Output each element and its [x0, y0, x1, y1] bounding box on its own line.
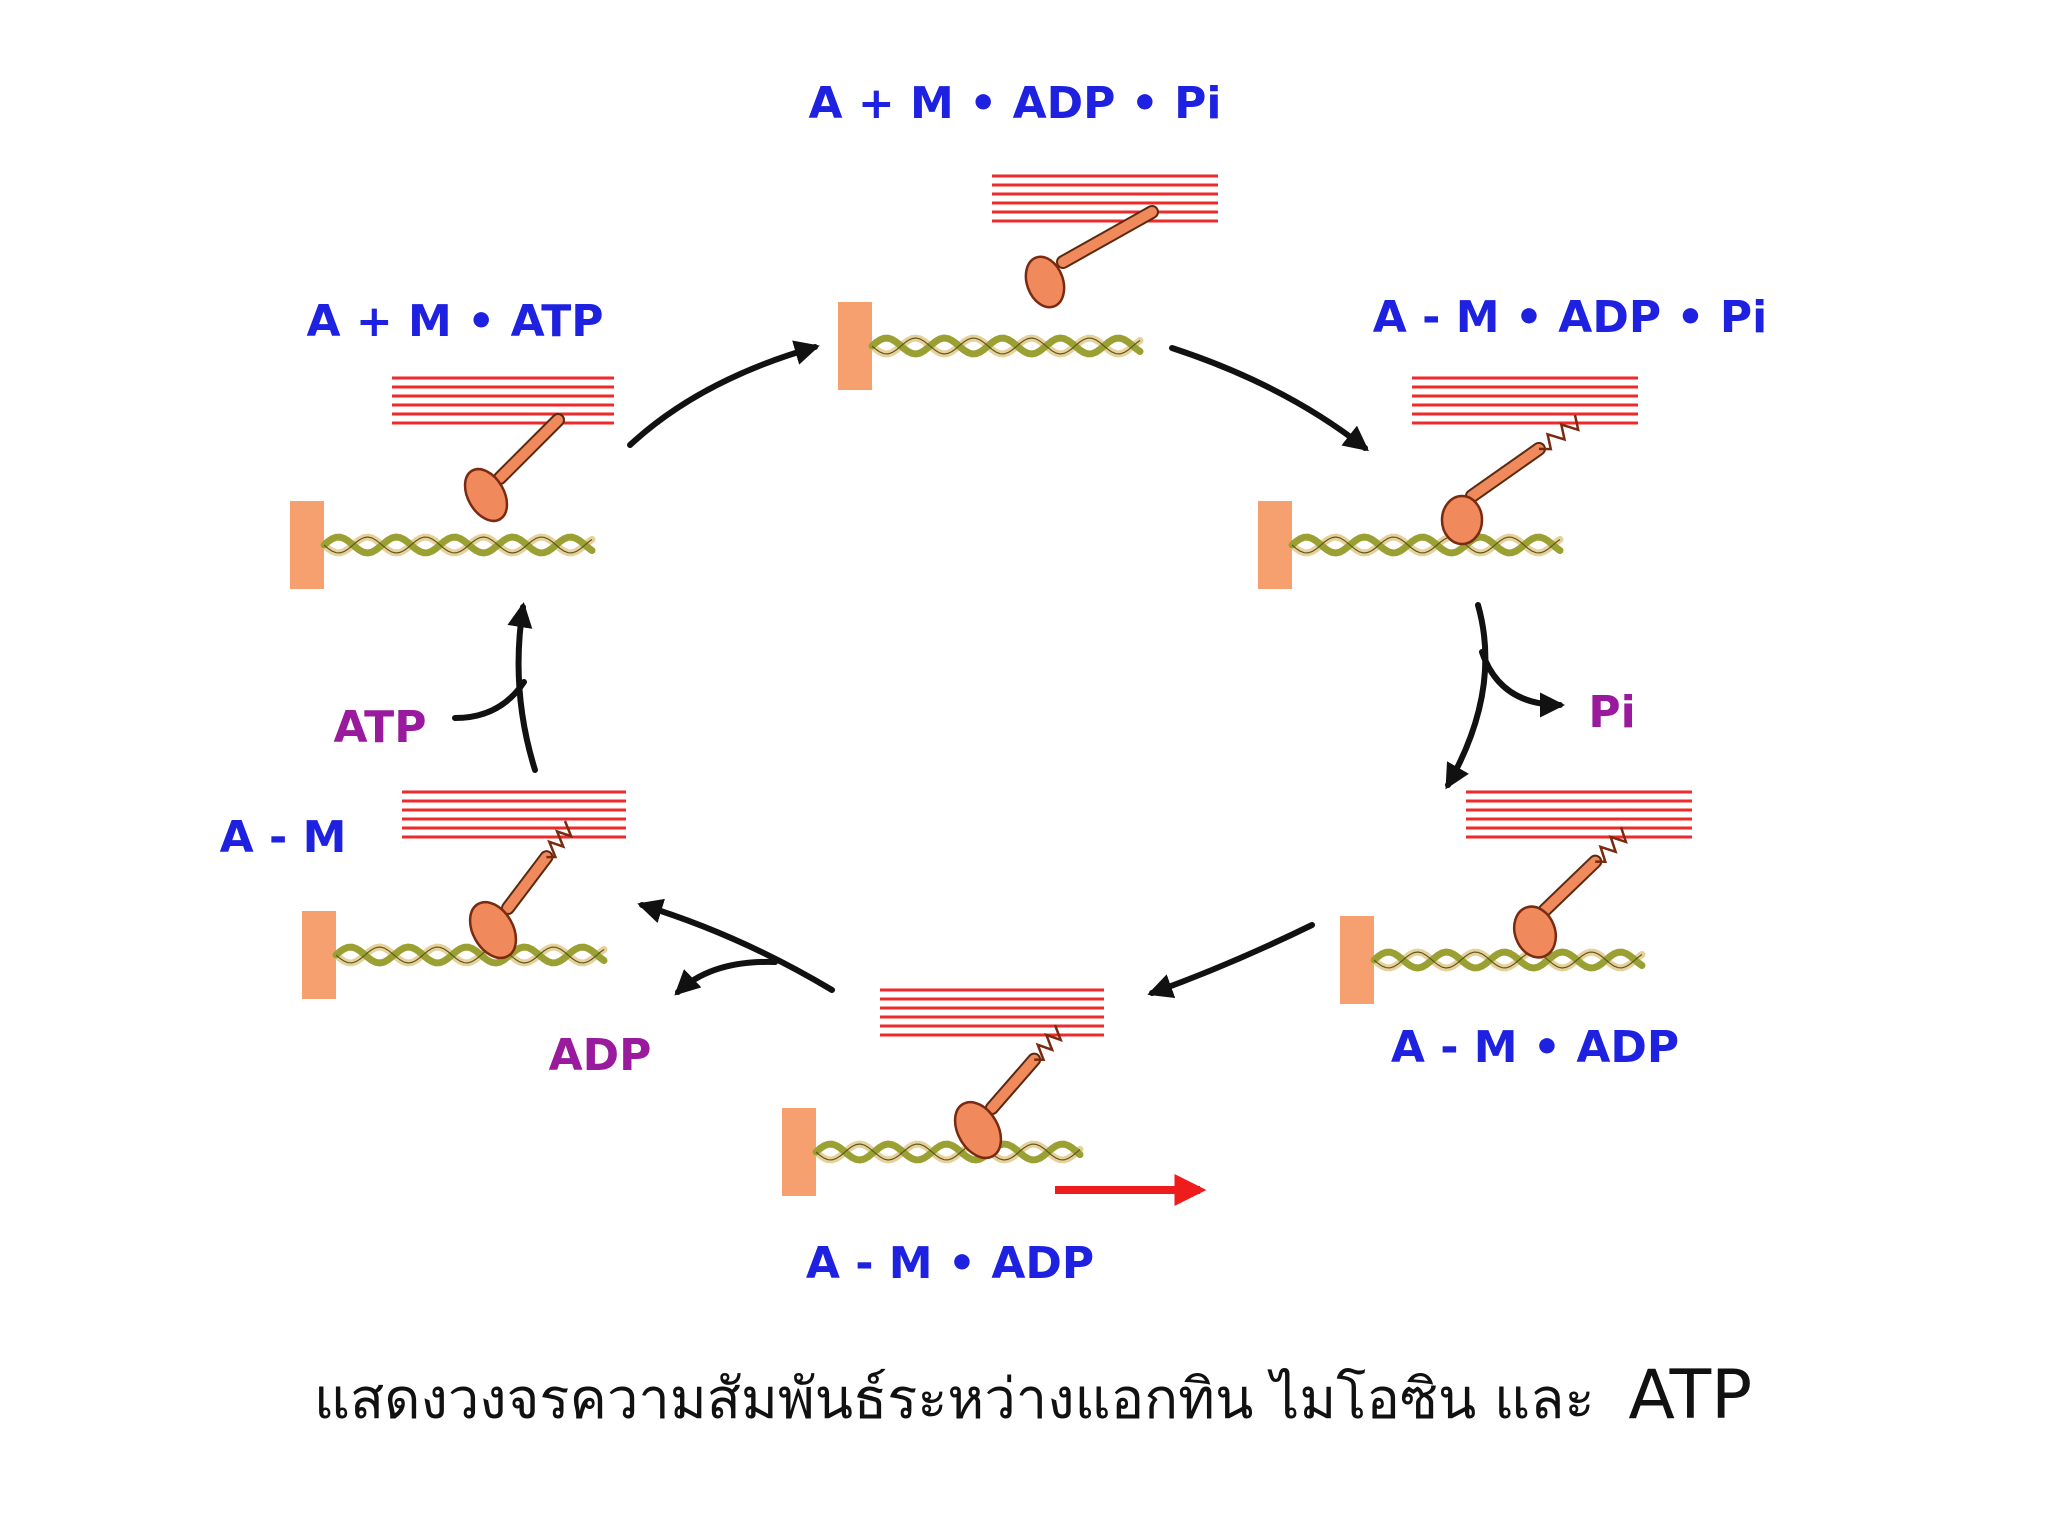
state-unit-bottom — [782, 988, 1104, 1196]
actin-anchor — [1258, 501, 1292, 589]
actin-anchor — [302, 911, 336, 999]
myosin-head — [1512, 905, 1558, 959]
adp-release-label: ADP — [549, 1030, 652, 1081]
myosin-zigzag — [546, 820, 574, 859]
myosin-arm — [503, 852, 552, 913]
actin-strand-outline — [1291, 536, 1561, 554]
myosin-arm — [1540, 856, 1601, 915]
myosin-head — [463, 467, 509, 523]
curved-arrow-icon — [1479, 649, 1566, 718]
thick-filament — [1412, 376, 1638, 425]
myosin-zigzag — [1034, 1024, 1063, 1061]
state-illustrations — [290, 174, 1692, 1196]
atp-binding-label: ATP — [334, 702, 427, 753]
state-unit-lower-left — [302, 790, 626, 999]
actin-anchor — [838, 302, 872, 390]
curved-arrow-icon — [674, 958, 778, 996]
curved-arrow-icon — [1147, 922, 1315, 999]
actin-anchor — [1340, 916, 1374, 1004]
caption-atp-text: ATP — [1628, 1356, 1752, 1435]
actin-strand-outline — [815, 1143, 1081, 1161]
actin-anchor — [290, 501, 324, 589]
state-unit-upper-left — [290, 376, 614, 589]
myosin-arm — [495, 415, 563, 483]
myosin-arm — [1467, 443, 1544, 501]
thick-filament — [1466, 790, 1692, 839]
curved-arrow-icon — [452, 679, 527, 721]
cycle-arrows — [452, 340, 1566, 999]
myosin-head — [1440, 494, 1484, 546]
state-label-top: A + M • ADP • Pi — [808, 78, 1221, 129]
myosin-arm — [1058, 207, 1157, 267]
state-label-lower-left: A - M — [220, 812, 347, 863]
actin-strand — [1288, 533, 1564, 557]
thick-filament — [880, 988, 1104, 1037]
thick-filament — [992, 174, 1218, 223]
curved-arrow-icon — [627, 340, 820, 448]
actin-strand-outline — [323, 536, 593, 554]
myosin-zigzag — [1538, 414, 1580, 451]
caption: แสดงวงจรความสัมพันธ์ระหว่างแอกทิน ไมโอซิ… — [314, 1356, 1752, 1435]
thick-filament — [402, 790, 626, 839]
myosin-zigzag — [1595, 826, 1628, 863]
state-label-lower-right: A - M • ADP — [1391, 1022, 1679, 1073]
myosin-head — [468, 900, 518, 960]
curved-arrow-icon — [1445, 602, 1489, 790]
actin-strand — [868, 334, 1144, 358]
actin-anchor — [782, 1108, 816, 1196]
caption-thai-text: แสดงวงจรความสัมพันธ์ระหว่างแอกทิน ไมโอซิ… — [314, 1367, 1595, 1432]
thick-filament — [392, 376, 614, 425]
actin-strand — [320, 533, 596, 557]
actin-strand — [1370, 948, 1646, 972]
actin-strand — [812, 1140, 1084, 1164]
actin-strand-outline — [335, 946, 605, 964]
state-label-bottom: A - M • ADP — [806, 1238, 1094, 1289]
actin-strand-outline — [1373, 951, 1643, 969]
pi-release-label: Pi — [1588, 687, 1635, 738]
myosin-head — [1024, 255, 1066, 309]
myosin-head — [953, 1100, 1003, 1160]
state-unit-top — [838, 174, 1218, 390]
curved-arrow-icon — [1169, 345, 1369, 452]
curved-arrow-icon — [637, 898, 835, 993]
state-label-upper-right: A - M • ADP • Pi — [1373, 292, 1767, 343]
myosin-arm — [987, 1054, 1040, 1113]
state-unit-lower-right — [1340, 790, 1692, 1004]
actin-strand-outline — [871, 337, 1141, 355]
state-unit-upper-right — [1258, 376, 1638, 589]
state-label-upper-left: A + M • ATP — [307, 296, 604, 347]
actin-strand — [332, 943, 608, 967]
